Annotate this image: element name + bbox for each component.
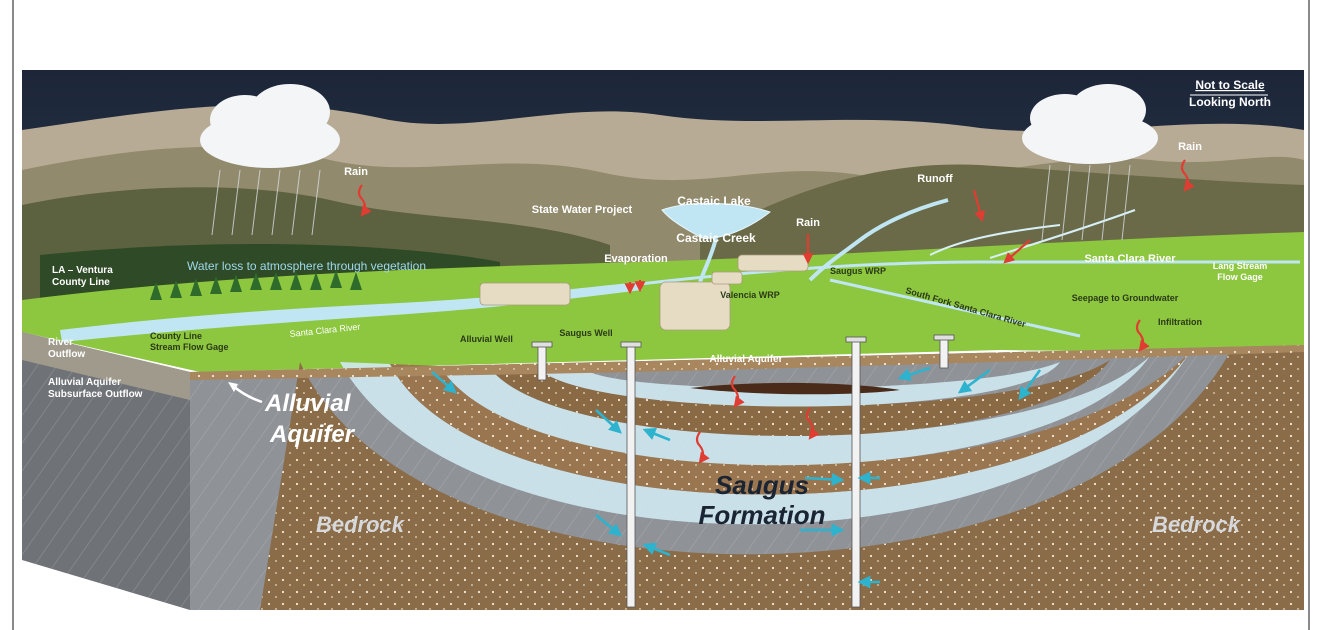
seepage-label: Seepage to Groundwater — [1072, 293, 1179, 303]
frame-line-left — [12, 0, 14, 630]
rain-arrow-icon — [357, 159, 1195, 464]
cloud-icon — [200, 84, 340, 168]
river-outflow-label-2: Outflow — [48, 349, 85, 360]
santa-clara-river-right-label: Santa Clara River — [1084, 253, 1176, 265]
state-water-project-label: State Water Project — [532, 204, 633, 216]
cloud-icon — [1022, 84, 1158, 164]
runoff-label: Runoff — [917, 173, 953, 185]
bedrock-right-label: Bedrock — [1152, 512, 1242, 537]
rain-label-right: Rain — [1178, 141, 1202, 153]
alluvial-pointer-head — [228, 382, 238, 392]
castaic-lake — [661, 202, 772, 239]
castaic-creek-water — [698, 237, 718, 283]
county-line-gage-label-1: County Line — [150, 331, 202, 341]
scale-note: Not to Scale Looking North — [1189, 78, 1271, 109]
saugus-formation — [260, 348, 1304, 610]
evaporation-label: Evaporation — [604, 253, 668, 265]
alluvial-well-label: Alluvial Well — [460, 334, 513, 344]
scale-note-line1: Not to Scale — [1195, 78, 1265, 92]
trees — [150, 270, 362, 300]
clay-lens — [690, 382, 900, 395]
well-icon — [933, 334, 955, 369]
alluvial-aquifer-big-label-2: Aquifer — [269, 421, 356, 448]
south-fork-water — [829, 278, 1081, 338]
bedrock-left-label: Bedrock — [316, 512, 406, 537]
county-line-gage-label-2: Stream Flow Gage — [150, 342, 229, 352]
la-ventura-label-1: LA – Ventura — [52, 265, 113, 276]
infiltration-label: Infiltration — [1158, 317, 1202, 327]
saugus-well-label: Saugus Well — [559, 328, 612, 338]
rain-streaks — [211, 164, 1131, 241]
left-side-alluvium — [22, 332, 190, 400]
la-ventura-label-2: County Line — [52, 277, 110, 288]
community-clusters — [479, 254, 809, 331]
saugus-formation-label-2: Formation — [698, 500, 825, 530]
castaic-creek-label: Castaic Creek — [676, 231, 756, 245]
alluvial-dots — [190, 345, 1304, 380]
lang-stream-label-2: Flow Gage — [1217, 272, 1263, 282]
flow-arrow-icon — [431, 366, 1042, 589]
castaic-lake-label: Castaic Lake — [677, 194, 751, 208]
valencia-wrp-label: Valencia WRP — [720, 290, 780, 300]
alluvial-aquifer-big-label-1: Alluvial — [264, 390, 352, 417]
well-icon — [620, 341, 642, 608]
saugus-formation-label-1: Saugus — [715, 470, 809, 500]
santa-clara-river-right-water — [639, 260, 1300, 286]
river-outflow-label-1: River — [48, 337, 73, 348]
rain-label-left: Rain — [344, 166, 368, 178]
scale-note-line2: Looking North — [1189, 95, 1271, 109]
alluvial-subsurface-label-2: Subsurface Outflow — [48, 389, 143, 400]
water-loss-label: Water loss to atmosphere through vegetat… — [187, 259, 426, 273]
alluvial-subsurface-label-1: Alluvial Aquifer — [48, 377, 121, 388]
lang-stream-label-1: Lang Stream — [1213, 261, 1268, 271]
well-icon — [531, 341, 553, 381]
left-side-hatch — [22, 332, 190, 610]
saugus-wrp-label: Saugus WRP — [830, 266, 886, 276]
alluvial-aquifer-small-label: Alluvial Aquifer — [710, 354, 783, 365]
frame-line-right — [1308, 0, 1310, 630]
rain-label-center: Rain — [796, 217, 820, 229]
runoff-channel — [808, 198, 949, 282]
